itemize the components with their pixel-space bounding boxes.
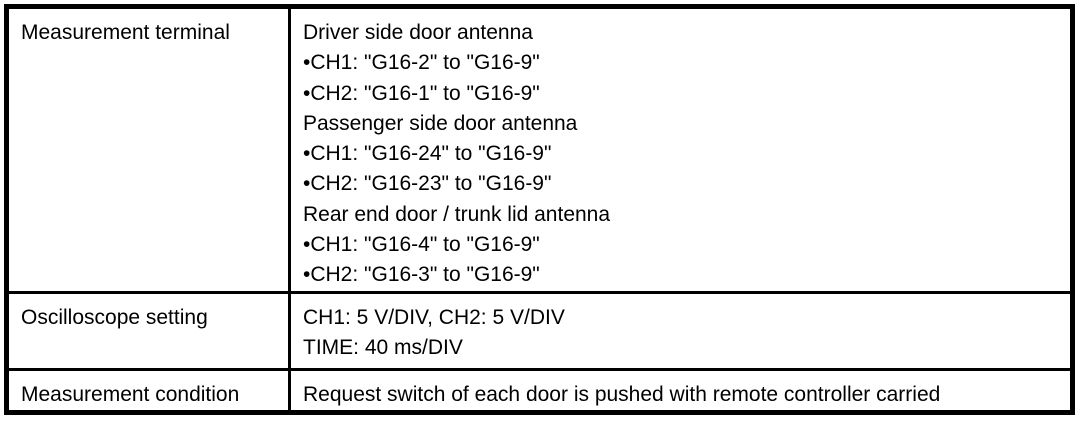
table-row-oscilloscope-setting: Oscilloscope setting CH1: 5 V/DIV, CH2: … [9, 294, 1070, 371]
value-line: •CH2: "G16-3" to "G16-9" [303, 263, 540, 286]
value-line: •CH1: "G16-2" to "G16-9" [303, 51, 540, 75]
row-label-measurement-condition: Measurement condition [9, 370, 291, 410]
row-label-oscilloscope-setting: Oscilloscope setting [9, 294, 291, 368]
value-line: Passenger side door antenna [303, 111, 578, 135]
value-line: •CH2: "G16-1" to "G16-9" [303, 81, 540, 105]
measurement-spec-table: Measurement terminal Driver side door an… [4, 4, 1075, 415]
value-line: TIME: 40 ms/DIV [303, 336, 463, 360]
value-line: •CH2: "G16-23" to "G16-9" [303, 172, 552, 196]
value-line: CH1: 5 V/DIV, CH2: 5 V/DIV [303, 306, 565, 330]
row-value-oscilloscope-setting: CH1: 5 V/DIV, CH2: 5 V/DIV TIME: 40 ms/D… [291, 294, 1070, 368]
value-line: Request switch of each door is pushed wi… [303, 382, 941, 406]
value-line: •CH1: "G16-4" to "G16-9" [303, 232, 540, 256]
value-line: Rear end door / trunk lid antenna [303, 202, 611, 226]
row-value-measurement-terminal: Driver side door antenna •CH1: "G16-2" t… [291, 9, 1070, 291]
table-row-measurement-condition: Measurement condition Request switch of … [9, 370, 1070, 410]
table-row-measurement-terminal: Measurement terminal Driver side door an… [9, 9, 1070, 295]
value-line: Driver side door antenna [303, 21, 533, 44]
row-label-measurement-terminal: Measurement terminal [9, 9, 291, 292]
value-line: •CH1: "G16-24" to "G16-9" [303, 142, 552, 165]
row-value-measurement-condition: Request switch of each door is pushed wi… [291, 371, 1070, 410]
